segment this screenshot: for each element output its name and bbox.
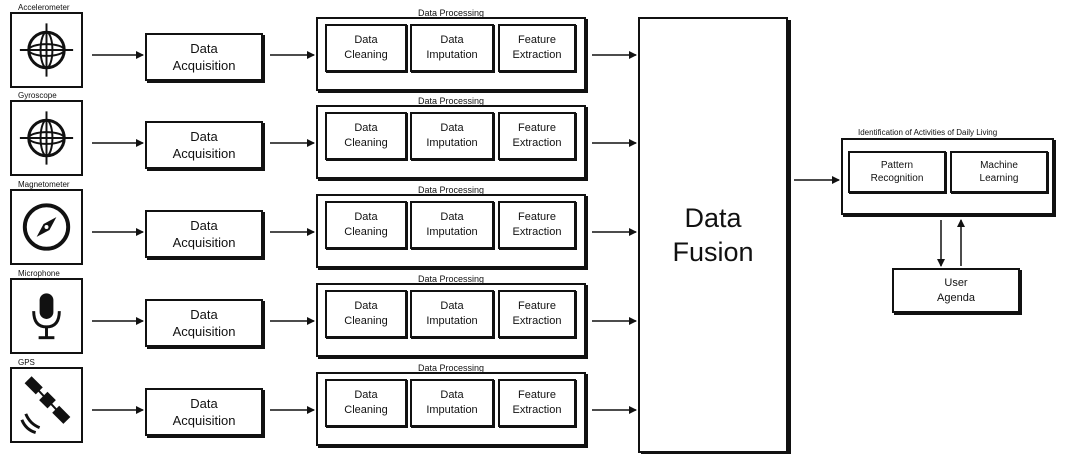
data-cleaning-label: Data Cleaning <box>344 300 388 327</box>
data-cleaning-label: Data Cleaning <box>344 389 388 416</box>
data-cleaning-box: Data Cleaning <box>325 201 407 249</box>
sensor-label: Gyroscope <box>18 91 57 100</box>
data-processing-title: Data Processing <box>417 274 485 284</box>
sensor-label: GPS <box>18 358 35 367</box>
data-cleaning-box: Data Cleaning <box>325 24 407 72</box>
data-acquisition-label: Data Acquisition <box>172 307 236 339</box>
feature-extraction-box: Feature Extraction <box>498 290 576 338</box>
data-imputation-box: Data Imputation <box>410 201 494 249</box>
feature-extraction-label: Feature Extraction <box>512 211 562 238</box>
data-cleaning-box: Data Cleaning <box>325 379 407 427</box>
feature-extraction-box: Feature Extraction <box>498 201 576 249</box>
pattern-recognition-box: Pattern Recognition <box>848 151 946 193</box>
machine-learning-box: Machine Learning <box>950 151 1048 193</box>
data-acquisition-label: Data Acquisition <box>172 396 236 428</box>
data-imputation-box: Data Imputation <box>410 24 494 72</box>
data-imputation-box: Data Imputation <box>410 379 494 427</box>
data-processing-box: Data Cleaning Data Imputation Feature Extr… <box>316 105 586 179</box>
data-imputation-box: Data Imputation <box>410 112 494 160</box>
sensor-icon-box <box>10 100 83 176</box>
feature-extraction-label: Feature Extraction <box>512 34 562 61</box>
data-imputation-label: Data Imputation <box>426 122 478 149</box>
data-acquisition-box: Data Acquisition <box>145 210 263 258</box>
data-imputation-label: Data Imputation <box>426 211 478 238</box>
sensor-icon-box <box>10 367 83 443</box>
sensor-icon-box <box>10 12 83 88</box>
data-acquisition-box: Data Acquisition <box>145 388 263 436</box>
data-acquisition-box: Data Acquisition <box>145 121 263 169</box>
data-processing-box: Data Cleaning Data Imputation Feature Extr… <box>316 194 586 268</box>
data-acquisition-label: Data Acquisition <box>172 129 236 161</box>
sensor-label: Microphone <box>18 269 60 278</box>
machine-learning-label: Machine Learning <box>979 160 1019 184</box>
data-imputation-label: Data Imputation <box>426 300 478 327</box>
data-cleaning-label: Data Cleaning <box>344 34 388 61</box>
data-processing-box: Data Cleaning Data Imputation Feature Extr… <box>316 372 586 446</box>
user-agenda-box: User Agenda <box>892 268 1020 313</box>
data-processing-title: Data Processing <box>417 96 485 106</box>
user-agenda-label: User Agenda <box>937 276 975 304</box>
data-fusion-box: Data Fusion <box>638 17 788 453</box>
feature-extraction-label: Feature Extraction <box>512 122 562 149</box>
feature-extraction-label: Feature Extraction <box>512 389 562 416</box>
data-fusion-label: Data Fusion <box>672 203 754 267</box>
sensor-icon-box <box>10 189 83 265</box>
sensor-label: Magnetometer <box>18 180 70 189</box>
data-processing-box: Data Cleaning Data Imputation Feature Extr… <box>316 17 586 91</box>
data-acquisition-box: Data Acquisition <box>145 299 263 347</box>
data-cleaning-label: Data Cleaning <box>344 122 388 149</box>
data-acquisition-label: Data Acquisition <box>172 218 236 250</box>
data-acquisition-label: Data Acquisition <box>172 41 236 73</box>
identification-title: Identification of Activities of Daily Li… <box>858 128 998 137</box>
data-processing-title: Data Processing <box>417 8 485 18</box>
feature-extraction-label: Feature Extraction <box>512 300 562 327</box>
data-cleaning-label: Data Cleaning <box>344 211 388 238</box>
data-processing-title: Data Processing <box>417 185 485 195</box>
data-cleaning-box: Data Cleaning <box>325 290 407 338</box>
sensor-label: Accelerometer <box>18 3 70 12</box>
data-processing-title: Data Processing <box>417 363 485 373</box>
data-imputation-box: Data Imputation <box>410 290 494 338</box>
data-imputation-label: Data Imputation <box>426 34 478 61</box>
feature-extraction-box: Feature Extraction <box>498 112 576 160</box>
feature-extraction-box: Feature Extraction <box>498 24 576 72</box>
feature-extraction-box: Feature Extraction <box>498 379 576 427</box>
data-processing-box: Data Cleaning Data Imputation Feature Extr… <box>316 283 586 357</box>
data-acquisition-box: Data Acquisition <box>145 33 263 81</box>
sensor-icon-box <box>10 278 83 354</box>
identification-box: Pattern Recognition Machine Learning <box>841 138 1054 215</box>
pattern-recognition-label: Pattern Recognition <box>870 160 924 184</box>
data-cleaning-box: Data Cleaning <box>325 112 407 160</box>
data-imputation-label: Data Imputation <box>426 389 478 416</box>
